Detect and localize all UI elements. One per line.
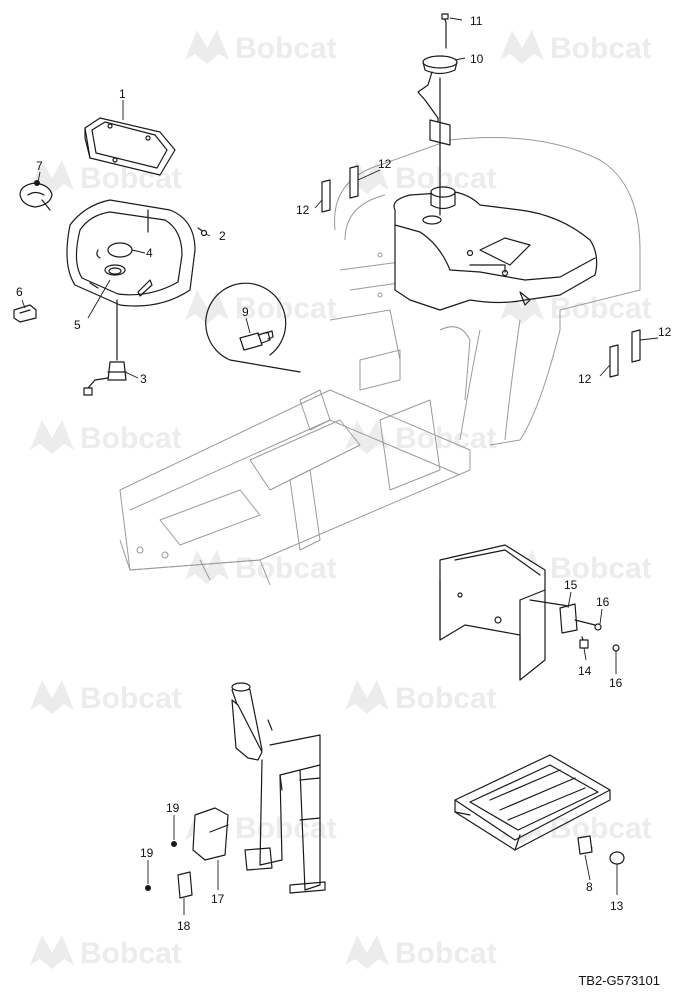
watermark: Bobcat [30,680,182,715]
dash-panel [66,199,196,307]
svg-text:Bobcat: Bobcat [80,422,182,455]
svg-text:Bobcat: Bobcat [395,937,497,970]
callout-12: 12 [578,372,592,386]
callout-7: 7 [36,159,43,173]
watermark: Bobcat [185,30,337,65]
watermark: Bobcat [30,420,182,455]
tank-strap [349,165,359,199]
watermark: Bobcat [185,290,337,325]
callout-13: 13 [610,899,624,913]
svg-text:Bobcat: Bobcat [80,937,182,970]
fuel-sender [417,13,458,216]
svg-text:Bobcat: Bobcat [235,812,337,845]
callout-16: 16 [596,595,610,609]
tank-strap [321,179,331,213]
rocker-switch [13,304,37,323]
callout-12: 12 [296,203,310,217]
tank-strap [609,344,619,378]
horn [19,180,53,211]
callout-18: 18 [177,919,191,933]
callout-16: 16 [609,676,623,690]
callout-19: 19 [140,846,154,860]
watermark: Bobcat [345,935,497,970]
callout-19: 19 [166,801,180,815]
callout-3: 3 [140,372,147,386]
callout-labels: 1 2 3 4 5 6 7 8 9 10 11 12 12 12 12 13 1… [16,14,672,933]
callout-12: 12 [378,157,392,171]
callout-10: 10 [470,52,484,66]
svg-text:Bobcat: Bobcat [395,682,497,715]
svg-text:Bobcat: Bobcat [395,422,497,455]
callout-8: 8 [586,880,593,894]
instrument-cluster [84,117,176,176]
svg-text:Bobcat: Bobcat [80,682,182,715]
callout-15: 15 [564,578,578,592]
callout-2: 2 [219,229,226,243]
watermark: Bobcat [500,30,652,65]
callout-6: 6 [16,285,23,299]
callout-14: 14 [578,664,592,678]
callout-4: 4 [146,246,153,260]
callout-9: 9 [242,305,249,319]
callout-1: 1 [119,87,126,101]
svg-text:Bobcat: Bobcat [235,552,337,585]
inset-detail [205,282,301,373]
callout-5: 5 [74,318,81,332]
svg-text:Bobcat: Bobcat [550,552,652,585]
steering-column [145,682,326,899]
watermark-layer: Bobcat Bobcat Bobcat Bobcat Bobcat Bobca… [30,30,652,970]
svg-text:Bobcat: Bobcat [550,812,652,845]
rear-guard-bracket [439,544,620,681]
key-switch [83,299,127,396]
svg-text:Bobcat: Bobcat [235,32,337,65]
main-frame-ghost [119,137,641,586]
screw [197,227,208,237]
watermark: Bobcat [185,550,337,585]
seat-frame [454,754,625,865]
tank-strap [631,329,641,363]
svg-text:Bobcat: Bobcat [550,32,652,65]
watermark: Bobcat [345,680,497,715]
watermark: Bobcat [345,160,497,195]
callout-17: 17 [211,892,225,906]
leader-lines [21,17,659,915]
watermark: Bobcat [30,935,182,970]
watermark: Bobcat [345,420,497,455]
fuel-tank [393,186,598,311]
callout-12: 12 [658,325,672,339]
drawing-code: TB2-G573101 [578,973,660,988]
callout-11: 11 [470,14,483,28]
